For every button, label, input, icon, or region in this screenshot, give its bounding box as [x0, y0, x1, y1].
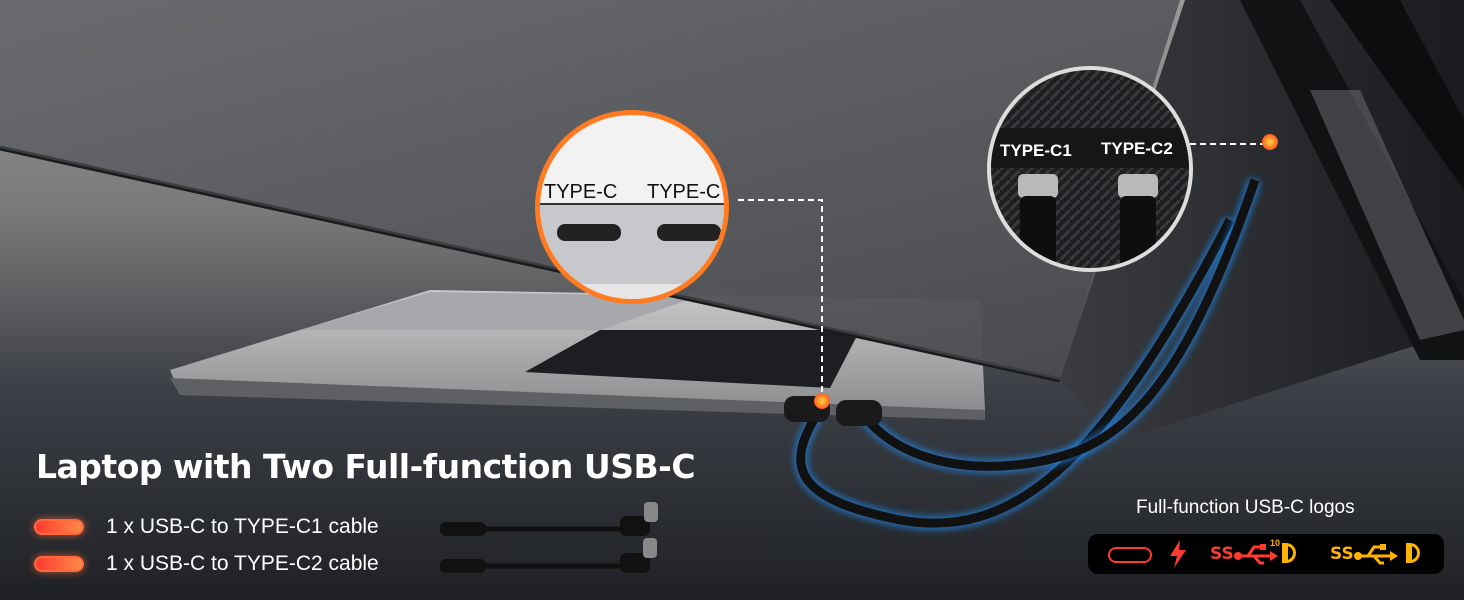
superspeed-label: SS — [1330, 544, 1354, 564]
monitor-port-marker — [1262, 134, 1278, 150]
laptop-port-callout: TYPE-C TYPE-C — [535, 110, 729, 304]
usb-c-port-icon — [34, 519, 84, 535]
cable-item-2: 1 x USB-C to TYPE-C2 cable — [34, 549, 379, 579]
laptop-callout-leader — [738, 199, 823, 396]
cable-image-1 — [440, 502, 658, 536]
cable-image-2 — [440, 538, 657, 573]
monitor-port-label-1: TYPE-C1 — [1000, 141, 1072, 160]
laptop-port-marker — [814, 393, 830, 409]
usb-trident-icon — [1234, 544, 1278, 565]
headline: Laptop with Two Full-function USB-C — [36, 447, 696, 486]
cable-label: 1 x USB-C to TYPE-C1 cable — [106, 515, 379, 538]
usb-c-oval-icon — [1108, 547, 1152, 563]
logos-title: Full-function USB-C logos — [1136, 497, 1355, 518]
laptop-port-label-2: TYPE-C — [647, 181, 720, 203]
monitor-port-label-2: TYPE-C2 — [1101, 139, 1173, 158]
displayport-icon — [1282, 543, 1296, 563]
displayport-icon — [1406, 543, 1420, 563]
thunderbolt-icon — [1170, 540, 1186, 568]
cable-label: 1 x USB-C to TYPE-C2 cable — [106, 552, 379, 575]
usb-c-port-icon — [34, 556, 84, 572]
laptop-port-label-1: TYPE-C — [544, 181, 617, 203]
cable-item-1: 1 x USB-C to TYPE-C1 cable — [34, 512, 379, 542]
superspeed-label: SS — [1210, 544, 1234, 564]
laptop-keyboard — [525, 330, 860, 388]
usb-cables — [794, 178, 1261, 530]
logo-bar: SS 10 SS — [1088, 534, 1444, 574]
monitor-port-callout: TYPE-C1 TYPE-C2 — [987, 66, 1193, 272]
laptop-plug-2 — [836, 400, 882, 426]
speed-label: 10 — [1270, 538, 1281, 548]
usb-trident-icon — [1354, 544, 1398, 565]
